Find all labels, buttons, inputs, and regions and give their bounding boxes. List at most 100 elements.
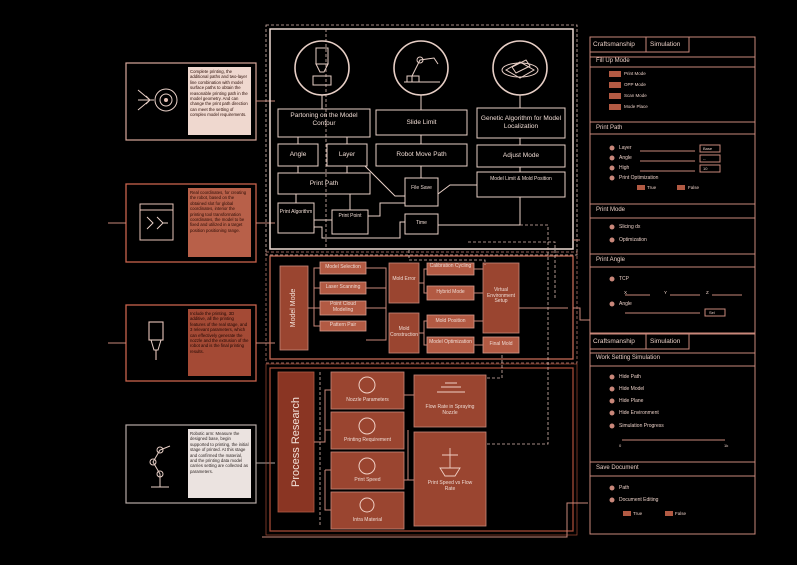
intra-material-label: Intra Material <box>352 517 383 523</box>
laser-scanning-label: Laser Scanning <box>325 284 361 290</box>
angle-item-label: Angle <box>619 301 632 307</box>
layer-value[interactable]: Base <box>703 146 713 151</box>
doc-editing[interactable]: Document Editing <box>619 497 659 503</box>
mold-error-label: Mold Error <box>392 276 416 282</box>
move-path-label: Robot Move Path <box>396 151 447 158</box>
fill-item-3[interactable]: Scan Mode <box>624 93 647 98</box>
angle-input[interactable]: Sel <box>709 310 715 315</box>
print-nozzle-icon-circle <box>294 40 350 96</box>
hide-model[interactable]: Hide Model <box>619 386 645 392</box>
model-cube-icon <box>501 59 539 79</box>
model-limit-label: Model Limit & Mold Position <box>490 176 552 182</box>
tab-simulation-2[interactable]: Simulation <box>650 338 681 345</box>
nozzle-parameters-label: Nozzle Parameters <box>346 397 389 403</box>
fill-item-1[interactable]: Print Mode <box>624 71 646 76</box>
virtual-setup-label: Virtual Environment Setup <box>486 287 516 305</box>
angle-value[interactable]: -- <box>703 156 706 161</box>
path-layer[interactable]: Layer <box>619 145 632 151</box>
process-research-title: Process Research <box>290 397 302 487</box>
fill-mode-heading: Fill Up Mode <box>596 58 630 64</box>
print-nozzle-icon <box>312 47 332 86</box>
file-save-label: File Save <box>411 185 432 191</box>
screen-arrow-icon <box>139 203 174 241</box>
model-selection-label: Model Selection <box>325 264 361 270</box>
print-mode-heading: Print Mode <box>596 207 626 213</box>
spindle-icon <box>148 321 164 360</box>
right-panel-1 <box>589 36 756 334</box>
work-setting-heading: Work Setting Simulation <box>596 355 660 361</box>
top-section <box>265 24 578 256</box>
description-4: Robotic arm: Measure the designed base, … <box>190 431 249 474</box>
true-option-2[interactable]: True <box>633 511 643 516</box>
fill-item-2[interactable]: OPP Mode <box>624 82 646 87</box>
robot-arm-icon <box>404 56 440 83</box>
true-option[interactable]: True <box>647 185 657 190</box>
path-high[interactable]: High <box>619 165 630 171</box>
slider-max: 1k <box>724 443 729 448</box>
genetic-label: Genetic Algorithm for Model Localization <box>480 115 562 130</box>
contour-label: Partoning on the Model Contour <box>290 112 358 127</box>
speed-flow-label: Print Speed vs Flow Rate <box>427 480 473 492</box>
point-cloud-label: Point Cloud Modeling <box>330 301 356 313</box>
path-optimization[interactable]: Print Optimization <box>619 175 659 181</box>
x-label: X <box>624 290 628 295</box>
hide-plane[interactable]: Hide Plane <box>619 398 644 404</box>
adjust-mode-label: Adjust Mode <box>502 152 540 159</box>
path-angle[interactable]: Angle <box>619 155 632 161</box>
tab-simulation[interactable]: Simulation <box>650 41 681 48</box>
doc-path[interactable]: Path <box>619 485 630 491</box>
model-cube-icon-circle <box>492 40 548 96</box>
description-3: Include the printing, 3D additive, all t… <box>190 311 249 354</box>
right-panel-2 <box>589 333 756 535</box>
hide-environment[interactable]: Hide Environment <box>619 410 659 416</box>
target-arrows-icon <box>137 88 178 112</box>
flow-rate-label: Flow Rate in Spraying Nozzle <box>425 404 475 416</box>
robot-arm-icon-circle <box>393 40 449 96</box>
time-label: Time <box>416 220 427 226</box>
left-box-4 <box>125 424 275 504</box>
false-option-2[interactable]: False <box>675 511 687 516</box>
left-box-3 <box>108 304 275 382</box>
mold-construction-label: Mold Construction <box>389 326 419 338</box>
angle-label: Angle <box>289 151 307 158</box>
mode-optimization[interactable]: Optimization <box>619 237 647 243</box>
simulation-progress[interactable]: Simulation Progress <box>619 423 664 429</box>
pattern-pair-label: Pattern Pair <box>329 322 357 328</box>
fill-item-4[interactable]: Mode Place <box>624 104 648 109</box>
tab-craftsmanship[interactable]: Craftsmanship <box>593 41 635 48</box>
save-document-heading: Save Document <box>596 465 639 471</box>
z-label: Z <box>706 290 709 295</box>
model-mode-title: Model Mode <box>290 288 297 328</box>
process-icons <box>358 376 376 513</box>
left-box-2 <box>108 183 275 263</box>
left-box-1 <box>125 62 275 141</box>
mold-optimization-label: Model Optimization <box>429 339 472 345</box>
print-speed-item-label: Print Speed <box>354 477 381 483</box>
tcp-label: TCP <box>619 276 629 282</box>
y-label: Y <box>664 290 668 295</box>
layer-label: Layer <box>338 151 356 158</box>
printing-requirement-label: Printing Requirement <box>344 437 391 443</box>
mode-slicing[interactable]: Slicing dx <box>619 224 641 230</box>
print-path-heading: Print Path <box>596 125 623 131</box>
calibration-label: Calibration Cycling <box>429 263 472 269</box>
print-point-label: Print Point <box>338 213 362 219</box>
mold-position-label: Mold Position <box>435 318 466 324</box>
middle-section <box>265 251 578 364</box>
bottom-section <box>265 363 578 536</box>
tab-craftsmanship-2[interactable]: Craftsmanship <box>593 338 635 345</box>
algorithm-label: Print Algorithm <box>279 209 313 215</box>
high-value[interactable]: 10 <box>703 166 708 171</box>
print-angle-heading: Print Angle <box>596 257 626 263</box>
hide-path[interactable]: Hide Path <box>619 374 641 380</box>
hybrid-label: Hybrid Mode <box>436 289 465 295</box>
slide-limit-label: Slide Limit <box>406 119 437 126</box>
print-path-label: Print Path <box>309 180 339 187</box>
false-option[interactable]: False <box>688 185 700 190</box>
description-1: Complete printing, the additional paths … <box>190 69 248 118</box>
slider-min: 0 <box>619 443 622 448</box>
robot-arm-small-icon <box>149 445 171 488</box>
description-2: Real coordinates, for creating the robot… <box>190 190 247 233</box>
